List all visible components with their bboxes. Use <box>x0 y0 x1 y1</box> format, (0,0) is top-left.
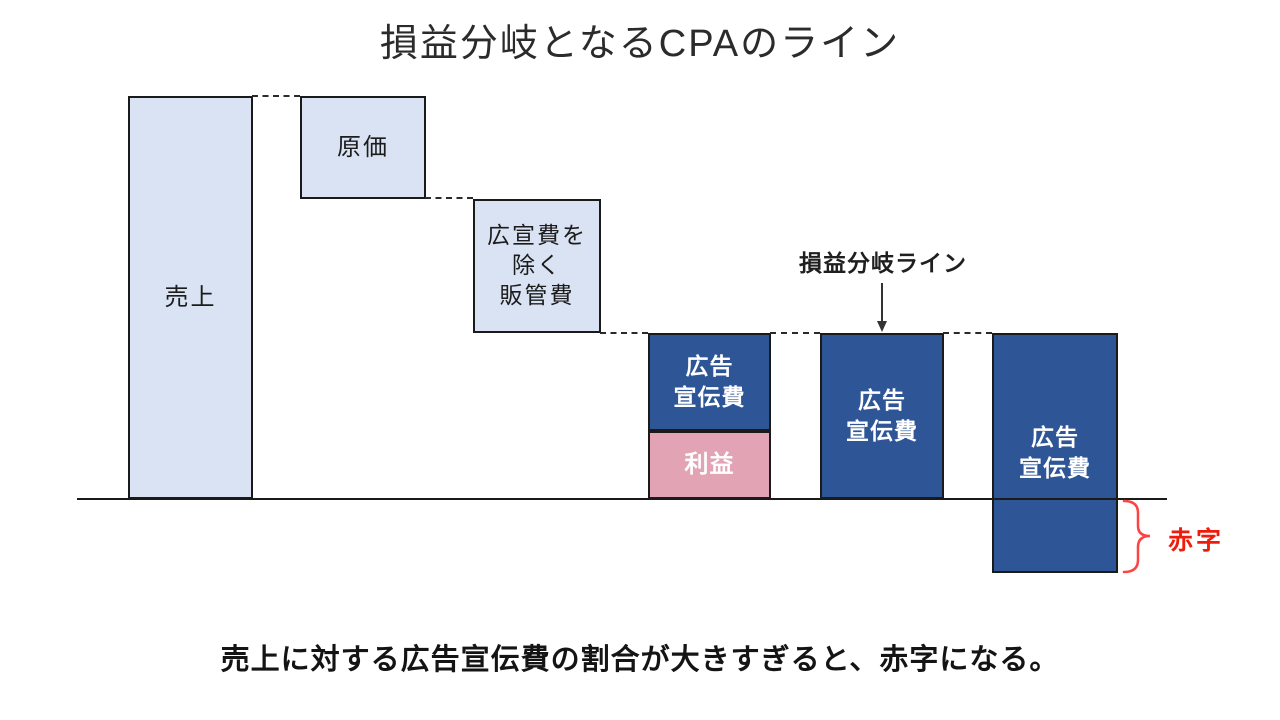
ad-spend-label: 広告 宣伝費 <box>1019 423 1091 481</box>
diagram-caption: 売上に対する広告宣伝費の割合が大きすぎると、赤字になる。 <box>220 644 1060 676</box>
sales-label: 売上 <box>164 283 217 311</box>
connector-dashed-line <box>600 332 648 334</box>
connector-dashed-line <box>943 332 992 334</box>
cogs-label: 原価 <box>337 133 389 161</box>
profit-box: 利益 <box>648 431 771 499</box>
ad-spend-box-deficit-case: 広告 宣伝費 <box>992 333 1118 573</box>
deficit-brace-icon <box>1122 499 1151 574</box>
sgna-label: 広宣費を 除く 販管費 <box>487 222 587 308</box>
profit-label: 利益 <box>684 450 735 478</box>
ad-spend-label: 広告 宣伝費 <box>846 386 918 444</box>
cogs-box: 原価 <box>300 96 426 199</box>
zero-baseline <box>77 498 1167 500</box>
deficit-label: 赤字 <box>1168 527 1225 555</box>
down-arrow-icon <box>877 283 887 332</box>
sales-box: 売上 <box>128 96 253 499</box>
sgna-box: 広宣費を 除く 販管費 <box>473 199 601 333</box>
breakeven-line-label: 損益分岐ライン <box>799 250 967 276</box>
ad-spend-box-breakeven-case: 広告 宣伝費 <box>820 333 944 499</box>
connector-dashed-line <box>252 95 300 97</box>
connector-dashed-line <box>770 332 820 334</box>
ad-spend-box-profit-case: 広告 宣伝費 <box>648 333 771 431</box>
connector-dashed-line <box>425 197 473 199</box>
ad-spend-label: 広告 宣伝費 <box>673 352 746 410</box>
diagram-title: 損益分岐となるCPAのライン <box>379 23 901 65</box>
